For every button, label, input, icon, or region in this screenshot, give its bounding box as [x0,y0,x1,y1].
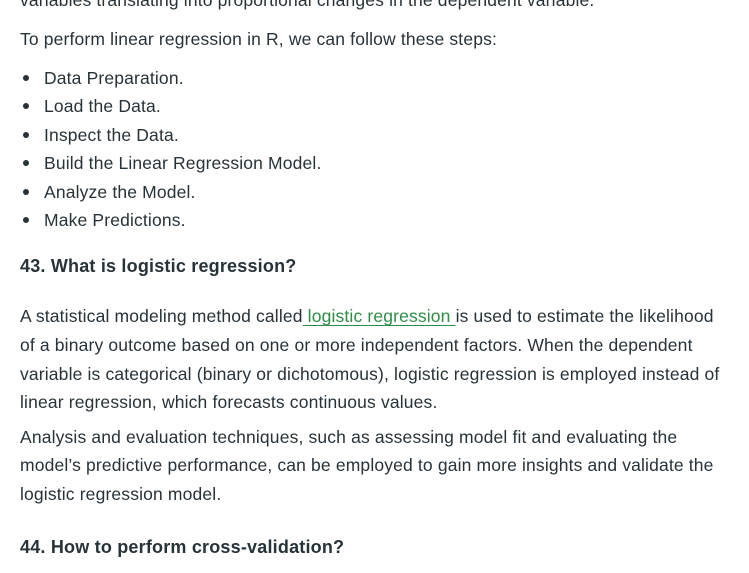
list-item-text: Load the Data. [44,96,161,117]
bullet-icon [23,75,29,81]
paragraph-text-before-link: A statistical modeling method called [20,306,303,327]
list-item: Analyze the Model. [20,178,730,206]
logistic-regression-link[interactable]: logistic regression [302,306,456,327]
evaluation-paragraph: Analysis and evaluation techniques, such… [20,426,714,504]
intro-paragraph: To perform linear regression in R, we ca… [20,29,498,49]
question-heading-43: 43. What is logistic regression? [20,256,297,277]
list-item: Load the Data. [20,92,730,120]
list-item: Make Predictions. [20,206,730,234]
list-item: Data Preparation. [20,64,730,92]
bullet-icon [23,160,29,167]
paragraph-text-after-link: is used to estimate the likelihood of a … [20,306,720,413]
list-item-text: Build the Linear Regression Model. [44,153,322,174]
list-item: Build the Linear Regression Model. [20,149,730,177]
list-item: Inspect the Data. [20,121,730,149]
steps-list: Data Preparation. Load the Data. Inspect… [20,64,730,234]
bullet-icon [23,188,29,195]
question-heading-44: 44. How to perform cross-validation? [20,536,345,557]
list-item-text: Data Preparation. [44,68,184,88]
list-item-text: Analyze the Model. [44,181,196,202]
bullet-icon [23,216,29,223]
partial-paragraph-line: variables translating into proportional … [20,0,595,10]
article-content: variables translating into proportional … [20,0,730,561]
bullet-icon [23,131,29,138]
list-item-text: Inspect the Data. [44,124,179,145]
logistic-regression-paragraph: A statistical modeling method called log… [20,302,730,416]
bullet-icon [23,103,29,110]
list-item-text: Make Predictions. [44,209,186,230]
